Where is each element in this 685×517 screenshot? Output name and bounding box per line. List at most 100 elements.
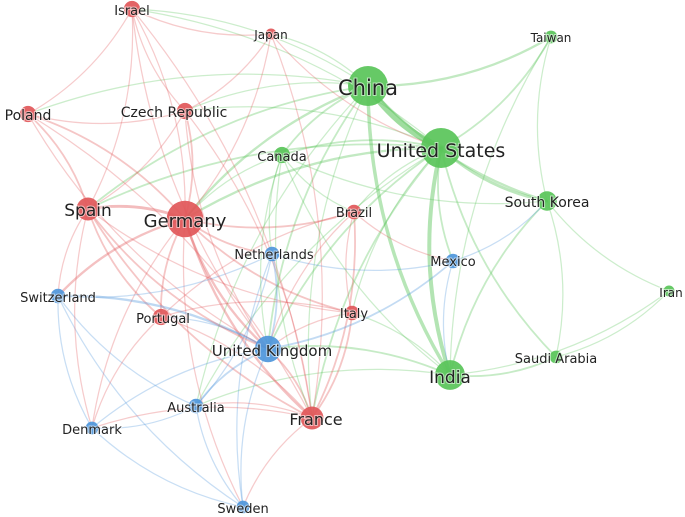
- node-switzerland[interactable]: [50, 288, 66, 304]
- edge-france-italy: [311, 312, 353, 419]
- edge-united-kingdom-sweden: [240, 348, 269, 508]
- node-taiwan[interactable]: [544, 30, 558, 44]
- edge-czech-republic-united-kingdom: [184, 110, 269, 350]
- label-japan: Japan: [253, 28, 287, 42]
- label-denmark: Denmark: [62, 423, 122, 438]
- edge-canada-france: [274, 154, 313, 419]
- edge-denmark-sweden: [91, 427, 244, 508]
- node-spain[interactable]: [76, 197, 100, 221]
- edge-united-states-taiwan: [440, 36, 552, 149]
- node-united-states[interactable]: [421, 128, 461, 168]
- edge-germany-poland: [27, 113, 186, 220]
- node-poland[interactable]: [19, 105, 37, 123]
- edge-united-states-israel: [131, 8, 442, 149]
- label-china: China: [338, 76, 398, 100]
- edge-mexico-south-korea: [452, 200, 548, 262]
- edge-united-states-spain: [87, 143, 442, 210]
- label-portugal: Portugal: [136, 312, 190, 327]
- edge-france-israel: [131, 8, 313, 419]
- node-portugal[interactable]: [152, 308, 170, 326]
- edge-spain-italy: [87, 208, 353, 314]
- node-brazil[interactable]: [346, 204, 362, 220]
- edge-germany-sweden: [182, 218, 244, 508]
- edge-poland-united-kingdom: [27, 113, 269, 350]
- label-spain: Spain: [64, 201, 112, 221]
- node-saudi-arabia[interactable]: [549, 350, 563, 364]
- edge-canada-netherlands: [268, 154, 283, 255]
- node-sweden[interactable]: [236, 500, 250, 514]
- node-germany[interactable]: [166, 200, 204, 238]
- edge-canada-india: [281, 154, 451, 376]
- node-denmark[interactable]: [85, 421, 99, 435]
- edge-poland-israel: [27, 8, 133, 115]
- node-japan[interactable]: [265, 28, 277, 40]
- edge-spain-poland: [27, 113, 89, 210]
- label-switzerland: Switzerland: [20, 291, 96, 306]
- label-poland: Poland: [5, 108, 52, 124]
- edge-canada-brazil: [281, 154, 355, 213]
- node-south-korea[interactable]: [537, 191, 557, 211]
- node-iran[interactable]: [663, 285, 675, 297]
- label-united-states: United States: [377, 140, 506, 162]
- edge-united-states-italy: [351, 147, 442, 314]
- edge-france-japan: [270, 33, 323, 419]
- edge-netherlands-mexico: [271, 253, 454, 272]
- edge-united-states-czech-republic: [184, 106, 442, 149]
- edge-united-states-united-kingdom: [267, 147, 442, 350]
- label-czech-republic: Czech Republic: [121, 105, 228, 121]
- edge-germany-italy: [184, 218, 353, 314]
- node-australia[interactable]: [188, 398, 204, 414]
- label-netherlands: Netherlands: [234, 248, 313, 263]
- edge-united-kingdom-mexico: [267, 260, 454, 350]
- node-mexico[interactable]: [445, 253, 461, 269]
- node-france[interactable]: [300, 406, 324, 430]
- edge-china-czech-republic: [184, 82, 369, 112]
- node-canada[interactable]: [273, 146, 291, 164]
- edge-france-australia: [195, 402, 313, 419]
- label-taiwan: Taiwan: [530, 31, 572, 45]
- edge-israel-united-kingdom: [131, 8, 269, 350]
- edge-united-states-germany: [183, 146, 443, 221]
- edge-united-states-australia: [195, 147, 442, 407]
- node-netherlands[interactable]: [264, 246, 280, 262]
- label-israel: Israel: [114, 4, 150, 19]
- node-china[interactable]: [348, 66, 388, 106]
- edge-australia-sweden: [195, 405, 244, 508]
- edge-china-united-kingdom: [267, 85, 369, 350]
- edge-china-poland: [27, 73, 369, 115]
- edge-united-kingdom-denmark: [91, 348, 269, 429]
- edge-spain-united-kingdom: [87, 208, 269, 350]
- edge-canada-united-kingdom: [259, 154, 283, 350]
- edge-india-australia: [195, 368, 451, 407]
- edge-china-germany: [183, 84, 370, 221]
- label-south-korea: South Korea: [505, 195, 590, 211]
- edge-israel-czech-republic: [131, 8, 186, 112]
- node-united-kingdom[interactable]: [254, 335, 282, 363]
- label-mexico: Mexico: [430, 255, 475, 270]
- edge-france-sweden: [242, 417, 313, 508]
- edge-france-poland: [27, 113, 313, 419]
- label-canada: Canada: [257, 150, 306, 165]
- node-czech-republic[interactable]: [176, 102, 194, 120]
- edge-united-kingdom-switzerland: [56, 294, 270, 351]
- edge-south-korea-india: [449, 200, 548, 376]
- edge-japan-united-states: [270, 33, 442, 149]
- node-italy[interactable]: [344, 305, 360, 321]
- edge-china-taiwan: [366, 35, 553, 88]
- edge-spain-switzerland: [57, 208, 89, 297]
- edge-denmark-australia: [91, 405, 197, 430]
- edge-spain-portugal: [87, 208, 162, 318]
- label-australia: Australia: [167, 401, 225, 416]
- edge-brazil-mexico: [353, 211, 454, 262]
- node-israel[interactable]: [123, 0, 141, 18]
- edge-united-states-india: [427, 146, 452, 377]
- edge-saudi-arabia-iran: [555, 290, 670, 358]
- edge-spain-czech-republic: [87, 110, 186, 210]
- edge-india-iran: [449, 290, 670, 376]
- edge-germany-united-kingdom: [183, 217, 270, 351]
- node-india[interactable]: [435, 360, 465, 390]
- edge-france-portugal: [160, 316, 313, 419]
- label-brazil: Brazil: [336, 206, 372, 221]
